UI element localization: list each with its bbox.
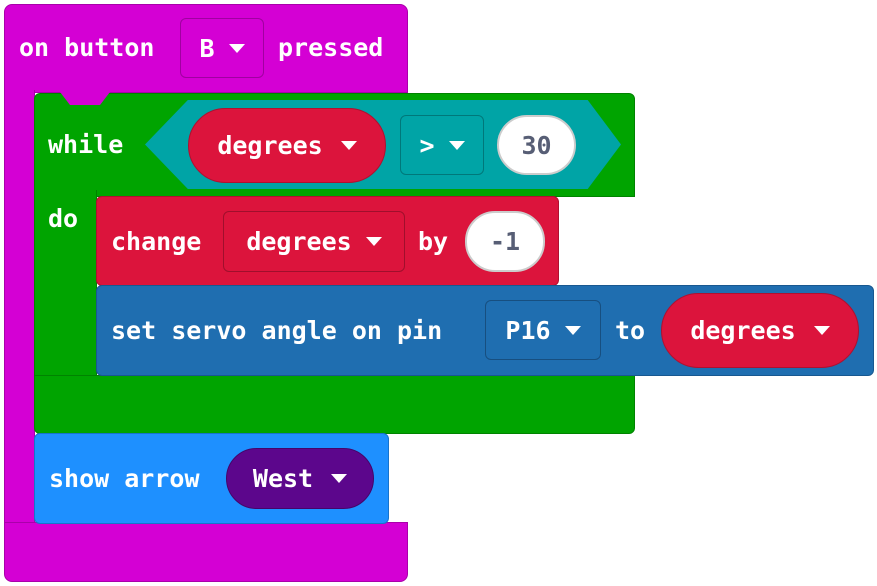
change-value-input[interactable]: -1	[465, 211, 545, 272]
chevron-down-icon	[340, 141, 357, 150]
direction-value: West	[252, 464, 314, 493]
chevron-down-icon	[813, 326, 830, 335]
variable-name: degrees	[217, 131, 323, 160]
chevron-down-icon	[228, 43, 245, 53]
pin-dropdown[interactable]: P16	[485, 300, 601, 360]
while-label: while	[48, 130, 124, 159]
while-notch	[60, 92, 110, 105]
event-block-footer	[4, 522, 408, 582]
while-arm	[34, 190, 97, 380]
pin-value: P16	[505, 315, 551, 345]
variable-name: degrees	[246, 227, 352, 256]
operator-dropdown[interactable]: >	[400, 115, 484, 175]
event-suffix-label: pressed	[278, 33, 384, 62]
degrees-variable-pill[interactable]: degrees	[188, 108, 386, 183]
chevron-down-icon	[564, 325, 581, 335]
button-dropdown[interactable]: B	[180, 18, 264, 78]
arrow-direction-dropdown[interactable]: West	[226, 448, 374, 509]
event-prefix-label: on button	[19, 33, 155, 62]
chevron-down-icon	[365, 237, 382, 246]
while-footer	[34, 375, 635, 434]
button-value: B	[199, 33, 215, 63]
compare-value: 30	[521, 130, 552, 160]
to-label: to	[615, 316, 646, 345]
event-block-arm	[4, 90, 35, 526]
show-arrow-label: show arrow	[49, 464, 200, 493]
change-label: change	[111, 227, 202, 256]
chevron-down-icon	[448, 140, 465, 150]
chevron-down-icon	[331, 474, 348, 483]
change-variable-dropdown[interactable]: degrees	[223, 211, 405, 272]
do-label: do	[48, 204, 79, 233]
compare-value-input[interactable]: 30	[497, 115, 576, 175]
servo-label: set servo angle on pin	[111, 316, 443, 345]
operator-value: >	[419, 130, 435, 160]
by-label: by	[418, 227, 449, 256]
change-value: -1	[489, 227, 521, 256]
servo-degrees-pill[interactable]: degrees	[661, 293, 859, 368]
variable-name: degrees	[690, 316, 796, 345]
